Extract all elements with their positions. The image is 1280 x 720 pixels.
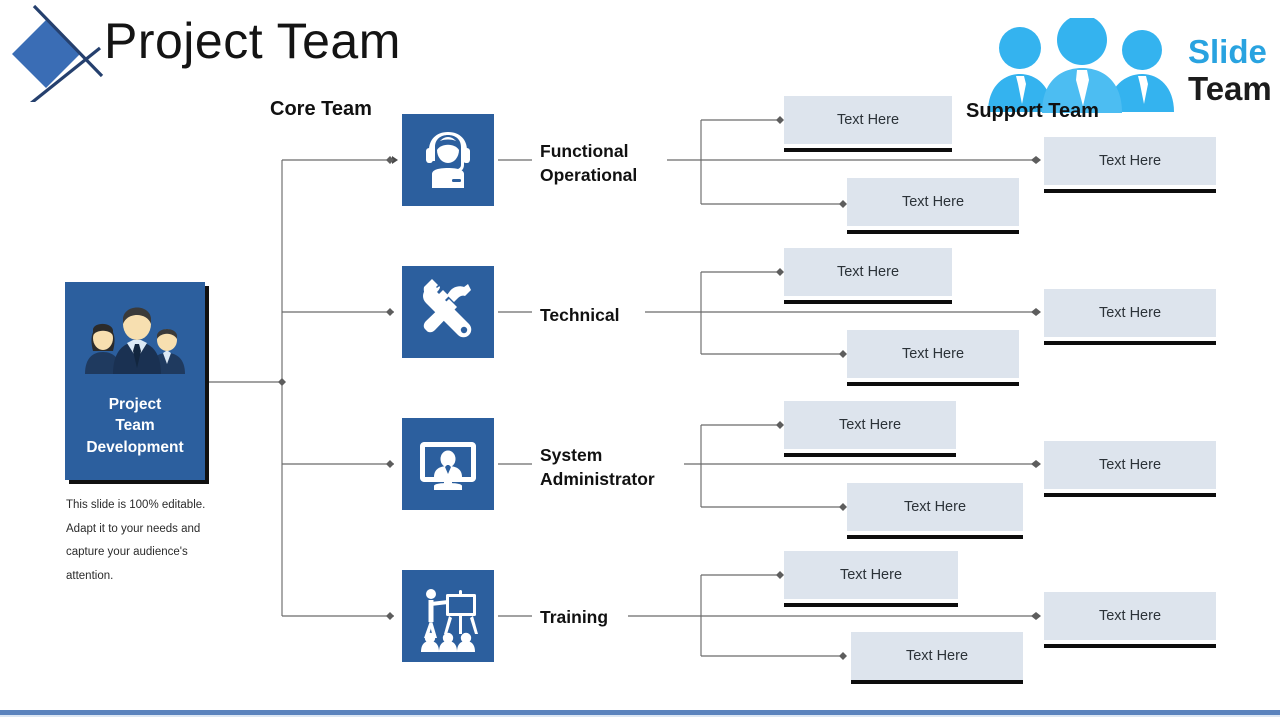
core-label-line-1: Functional (540, 141, 629, 161)
branch-box-label: Text Here (839, 567, 903, 583)
branch-box-label: Text Here (901, 194, 965, 210)
slideteam-logo: Slide Team (982, 15, 1280, 118)
three-people-group-icon (988, 15, 1174, 113)
branch-box-r4-top-underline (784, 603, 958, 607)
branch-box-label: Text Here (836, 112, 900, 128)
branch-box-r2-bottom[interactable]: Text Here (847, 330, 1019, 378)
branch-box-r4-bottom[interactable]: Text Here (851, 632, 1023, 680)
core-tile-functional-operational[interactable] (402, 114, 494, 206)
core-label-system-administrator: System Administrator (540, 443, 655, 491)
support-box-label: Text Here (1098, 153, 1162, 169)
support-box-label: Text Here (1098, 305, 1162, 321)
core-tile-technical[interactable] (402, 266, 494, 358)
wrench-hammer-tools-icon (402, 266, 494, 358)
root-card-label: Project Team Development (65, 394, 205, 458)
brand-text-team: Team (1188, 70, 1272, 107)
support-box-r1[interactable]: Text Here (1044, 137, 1216, 185)
root-label-line-1: Project (108, 396, 162, 413)
root-label-line-3: Development (86, 438, 184, 456)
root-card-project-team-development[interactable]: Project Team Development (65, 282, 205, 480)
support-box-label: Text Here (1098, 457, 1162, 473)
headset-support-agent-icon (402, 114, 494, 206)
core-label-line-1: System (540, 445, 603, 465)
branch-box-label: Text Here (905, 648, 969, 664)
branch-box-r3-bottom[interactable]: Text Here (847, 483, 1023, 531)
heading-core-team: Core Team (270, 98, 372, 120)
footer-rule (0, 710, 1280, 715)
support-box-r4-underline (1044, 644, 1216, 648)
monitor-person-admin-icon (402, 418, 494, 510)
branch-box-r2-top[interactable]: Text Here (784, 248, 952, 296)
core-label-technical: Technical (540, 303, 619, 327)
branch-box-r1-bottom[interactable]: Text Here (847, 178, 1019, 226)
core-tile-training[interactable] (402, 570, 494, 662)
presenter-whiteboard-audience-icon (402, 570, 494, 662)
core-tile-system-administrator[interactable] (402, 418, 494, 510)
branch-box-label: Text Here (836, 264, 900, 280)
brand-text-slide: Slide (1188, 33, 1267, 70)
root-label-line-2: Team (115, 417, 155, 435)
team-group-photo-icon (79, 296, 191, 374)
core-label-line-2: Administrator (540, 469, 655, 490)
branch-box-label: Text Here (903, 499, 967, 515)
branch-box-r3-bottom-underline (847, 535, 1023, 539)
support-box-r4[interactable]: Text Here (1044, 592, 1216, 640)
support-box-r1-underline (1044, 189, 1216, 193)
support-box-r3-underline (1044, 493, 1216, 497)
core-label-training: Training (540, 605, 608, 629)
core-label-functional-operational: Functional Operational (540, 139, 637, 187)
heading-support-team: Support Team (966, 100, 1099, 122)
branch-box-r3-top[interactable]: Text Here (784, 401, 956, 449)
branch-box-r1-bottom-underline (847, 230, 1019, 234)
support-box-r2[interactable]: Text Here (1044, 289, 1216, 337)
branch-box-r1-top[interactable]: Text Here (784, 96, 952, 144)
support-box-r2-underline (1044, 341, 1216, 345)
support-box-r3[interactable]: Text Here (1044, 441, 1216, 489)
support-box-label: Text Here (1098, 608, 1162, 624)
root-description-text: This slide is 100% editable. Adapt it to… (66, 499, 206, 582)
branch-box-r3-top-underline (784, 453, 956, 457)
branch-box-r4-bottom-underline (851, 680, 1023, 684)
core-label-line-1: Technical (540, 305, 620, 325)
core-label-line-1: Training (540, 607, 609, 627)
branch-box-r2-top-underline (784, 300, 952, 304)
diamond-cross-logo (4, 2, 104, 106)
core-label-line-2: Operational (540, 165, 638, 186)
branch-box-r1-top-underline (784, 148, 952, 152)
branch-box-r2-bottom-underline (847, 382, 1019, 386)
branch-box-r4-top[interactable]: Text Here (784, 551, 958, 599)
footer-rule-secondary (0, 715, 1280, 717)
page-title: Project Team (104, 13, 401, 69)
branch-box-label: Text Here (838, 417, 902, 433)
branch-box-label: Text Here (901, 346, 965, 362)
